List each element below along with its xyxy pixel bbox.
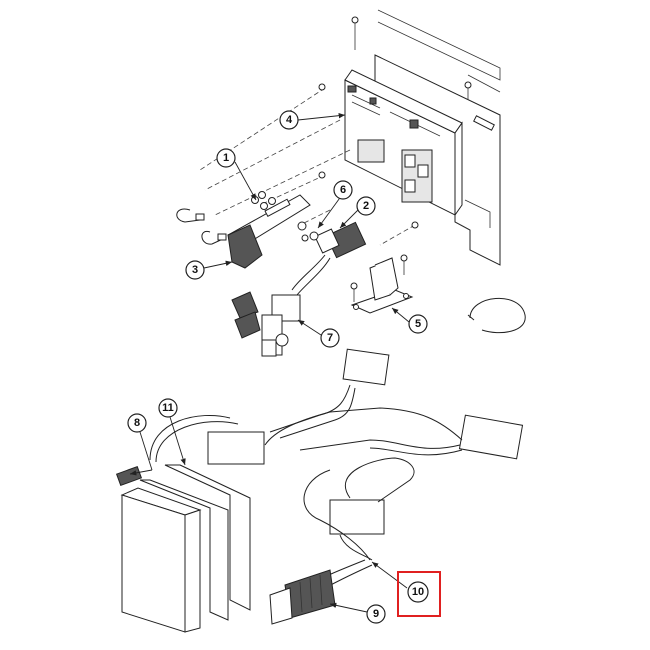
retaining-ring [467,298,526,334]
connector-9 [269,569,336,625]
callout-1-circle [216,148,236,168]
callout-4-label: 4 [286,114,293,126]
controller-module [344,69,463,217]
callout-1-label: 1 [223,152,229,164]
wire-harness [115,348,524,593]
callout-10-label: 10 [412,586,424,598]
bracket-5 [350,257,414,314]
callout-7-label: 7 [327,332,333,344]
callout-6-circle [333,180,353,200]
callout-11-label: 11 [162,402,174,414]
callout-7-circle [320,328,340,348]
callout-2-circle [356,196,376,216]
foam-pads [120,464,251,633]
connector-assembly [291,221,367,296]
bracket-arm [227,191,311,269]
screws [318,83,419,302]
callout-8-label: 8 [134,417,140,429]
callout-10-circle [407,581,429,603]
highlight-box [397,571,441,617]
callout-6-label: 6 [340,184,346,196]
cable-clamp [231,291,301,357]
callout-8-circle [127,413,147,433]
callouts: 1 2 3 4 5 6 7 8 9 10 11 [127,110,441,624]
callout-9-label: 9 [373,608,379,620]
callout-5-label: 5 [415,318,421,330]
callout-9-circle [366,604,386,624]
loop-cable [176,208,227,245]
callout-3-label: 3 [192,264,198,276]
callout-3-circle [185,260,205,280]
callout-5-circle [408,314,428,334]
callout-2-label: 2 [363,200,369,212]
callout-11-circle [158,398,178,418]
callout-4-circle [279,110,299,130]
